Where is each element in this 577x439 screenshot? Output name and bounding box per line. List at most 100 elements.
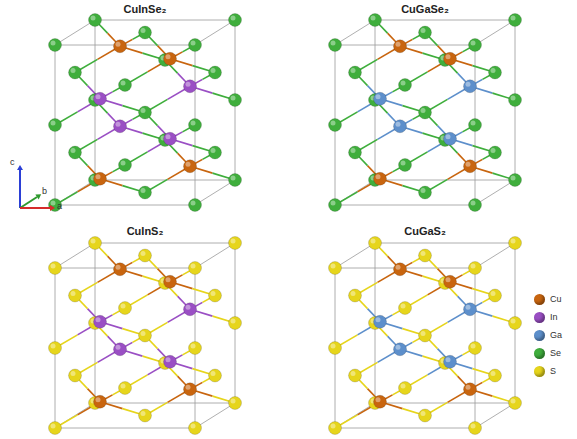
atom-sphere <box>469 262 482 275</box>
atom-highlight <box>51 264 56 269</box>
cell-edge <box>55 428 195 429</box>
atom-highlight <box>351 371 356 376</box>
atom-highlight <box>121 161 126 166</box>
atom-highlight <box>211 68 216 73</box>
axis-arrowhead <box>17 165 23 170</box>
atom-sphere <box>469 199 482 212</box>
atom-sphere <box>509 317 522 330</box>
atom-sphere <box>419 329 432 342</box>
atom-sphere <box>164 132 177 145</box>
atom-sphere <box>49 199 62 212</box>
atom-sphere <box>469 342 482 355</box>
atom-highlight <box>191 41 196 46</box>
atom-highlight <box>466 385 471 390</box>
atom-sphere <box>399 79 412 92</box>
legend-text: Cu <box>550 294 562 304</box>
atom-sphere <box>69 369 82 382</box>
atom-highlight <box>421 251 426 256</box>
atom-sphere <box>139 249 152 262</box>
atom-sphere <box>189 422 202 435</box>
atom-sphere <box>374 395 387 408</box>
cell-edge <box>195 243 235 268</box>
cell-edge <box>95 20 235 21</box>
legend-text: In <box>550 312 558 322</box>
atom-sphere <box>469 39 482 52</box>
atom-sphere <box>229 14 242 27</box>
atom-sphere <box>509 237 522 250</box>
atom-sphere <box>444 275 457 288</box>
atom-highlight <box>466 162 471 167</box>
atom-sphere <box>419 106 432 119</box>
structure-title: CuGaSe₂ <box>355 3 495 15</box>
atom-highlight <box>511 176 516 181</box>
atom-sphere <box>184 303 197 316</box>
atom-highlight <box>511 399 516 404</box>
atom-sphere <box>114 40 127 53</box>
atom-sphere <box>329 422 342 435</box>
atom-sphere <box>374 92 387 105</box>
atom-highlight <box>231 176 236 181</box>
atom-highlight <box>491 68 496 73</box>
atom-sphere <box>399 302 412 315</box>
axis-arrow <box>20 197 37 208</box>
axis-arrowhead <box>35 194 41 199</box>
legend-text: Ga <box>550 330 562 340</box>
atom-sphere <box>464 303 477 316</box>
atom-sphere <box>119 382 132 395</box>
atom-sphere <box>49 262 62 275</box>
atom-highlight <box>371 239 376 244</box>
atom-highlight <box>51 41 56 46</box>
atom-highlight <box>141 108 146 113</box>
atom-highlight <box>446 134 451 139</box>
atom-highlight <box>71 371 76 376</box>
atom-highlight <box>186 305 191 310</box>
legend-text: S <box>550 366 556 376</box>
atom-highlight <box>331 264 336 269</box>
atom-highlight <box>376 397 381 402</box>
atom-highlight <box>211 148 216 153</box>
atom-sphere <box>489 289 502 302</box>
cell-edge <box>335 428 475 429</box>
atom-highlight <box>186 385 191 390</box>
atom-sphere <box>49 342 62 355</box>
atom-highlight <box>351 291 356 296</box>
atom-highlight <box>396 345 401 350</box>
atom-highlight <box>446 54 451 59</box>
atom-sphere <box>394 263 407 276</box>
atom-sphere <box>444 355 457 368</box>
atom-highlight <box>121 304 126 309</box>
atom-sphere <box>369 237 382 250</box>
atom-highlight <box>331 121 336 126</box>
atom-sphere <box>394 343 407 356</box>
atom-highlight <box>491 371 496 376</box>
atom-highlight <box>471 121 476 126</box>
atom-sphere <box>114 263 127 276</box>
atom-sphere <box>394 120 407 133</box>
atom-sphere <box>349 369 362 382</box>
atom-sphere <box>229 397 242 410</box>
atom-highlight <box>91 16 96 21</box>
atom-highlight <box>96 317 101 322</box>
atom-highlight <box>166 134 171 139</box>
atom-highlight <box>421 411 426 416</box>
atom-highlight <box>96 397 101 402</box>
atom-sphere <box>229 94 242 107</box>
atom-highlight <box>51 201 56 206</box>
atom-highlight <box>191 264 196 269</box>
cell-edge <box>475 20 515 45</box>
atom-sphere <box>114 120 127 133</box>
cell-edge <box>335 20 375 45</box>
cell-edge <box>335 403 375 428</box>
atom-highlight <box>186 162 191 167</box>
atom-sphere <box>139 26 152 39</box>
atom-highlight <box>421 28 426 33</box>
atom-highlight <box>371 16 376 21</box>
atom-sphere <box>469 119 482 132</box>
cell-edge <box>195 403 235 428</box>
legend-swatch <box>534 348 545 359</box>
atom-highlight <box>166 54 171 59</box>
atom-sphere <box>139 106 152 119</box>
atom-sphere <box>349 289 362 302</box>
atom-sphere <box>189 119 202 132</box>
